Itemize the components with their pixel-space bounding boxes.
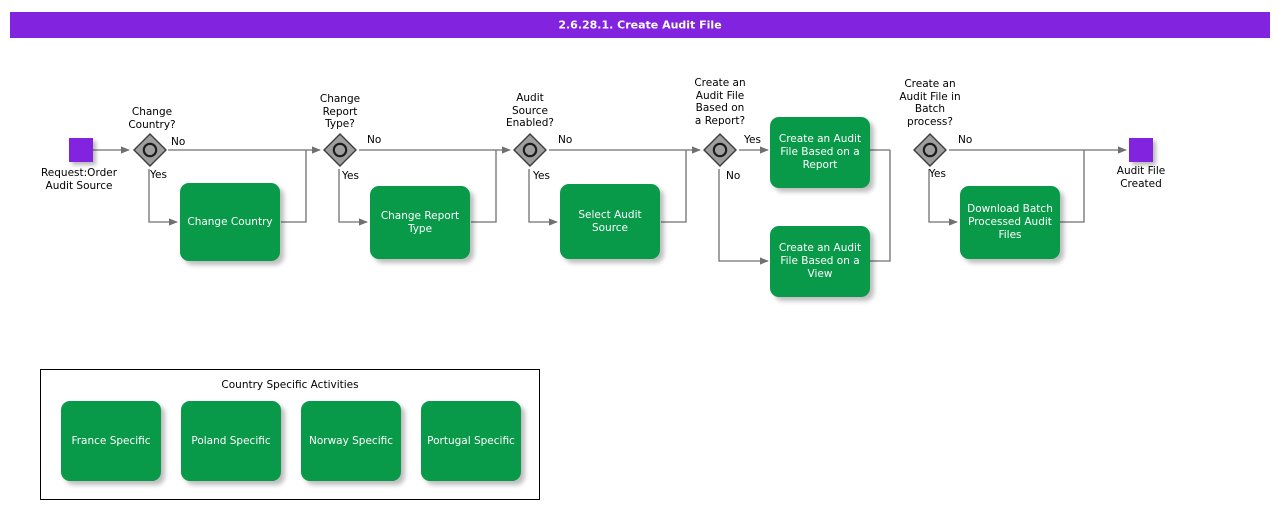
task-create-file-based-on-view[interactable]: Create an Audit File Based on a View xyxy=(770,226,870,297)
title-bar: 2.6.28.1. Create Audit File xyxy=(10,12,1270,38)
gateway-based-on-report-yes: Yes xyxy=(744,134,761,146)
gateway-change-report-type-no: No xyxy=(367,134,382,146)
gateway-change-country-label: Change Country? xyxy=(128,106,176,131)
task-select-audit-source[interactable]: Select Audit Source xyxy=(560,184,660,259)
gateway-batch-process-label: Create an Audit File in Batch process? xyxy=(899,78,961,128)
gateway-audit-source-enabled-label: Audit Source Enabled? xyxy=(505,92,554,129)
gateway-based-on-report-no: No xyxy=(726,170,741,182)
end-event-label: Audit File Created xyxy=(1116,165,1166,190)
gateway-batch-process[interactable] xyxy=(913,133,947,167)
task-poland-specific[interactable]: Poland Specific xyxy=(181,401,281,481)
gateway-change-country-no: No xyxy=(171,136,186,148)
task-portugal-specific[interactable]: Portugal Specific xyxy=(421,401,521,481)
gateway-batch-process-no: No xyxy=(958,134,973,146)
group-title: Country Specific Activities xyxy=(221,379,359,391)
task-france-specific[interactable]: France Specific xyxy=(61,401,161,481)
gateway-change-country-yes: Yes xyxy=(150,169,167,181)
page-title: 2.6.28.1. Create Audit File xyxy=(558,18,722,32)
gateway-audit-source-enabled[interactable] xyxy=(513,133,547,167)
country-specific-activities-group: Country Specific Activities France Speci… xyxy=(40,369,540,500)
gateway-change-country[interactable] xyxy=(133,133,167,167)
gateway-audit-source-enabled-yes: Yes xyxy=(533,170,550,182)
task-download-batch-files[interactable]: Download Batch Processed Audit Files xyxy=(960,186,1060,259)
start-event-label: Request:Order Audit Source xyxy=(40,167,118,192)
task-norway-specific[interactable]: Norway Specific xyxy=(301,401,401,481)
gateway-based-on-report-label: Create an Audit File Based on a Report? xyxy=(694,77,746,127)
gateway-based-on-report[interactable] xyxy=(703,133,737,167)
task-create-file-based-on-report[interactable]: Create an Audit File Based on a Report xyxy=(770,117,870,188)
end-event[interactable] xyxy=(1129,138,1153,162)
gateway-change-report-type[interactable] xyxy=(323,133,357,167)
task-change-country[interactable]: Change Country xyxy=(180,183,280,261)
gateway-batch-process-yes: Yes xyxy=(929,168,946,180)
gateway-change-report-type-label: Change Report Type? xyxy=(319,93,361,130)
start-event[interactable] xyxy=(69,138,93,162)
gateway-change-report-type-yes: Yes xyxy=(342,170,359,182)
task-change-report-type[interactable]: Change Report Type xyxy=(370,186,470,259)
gateway-audit-source-enabled-no: No xyxy=(558,134,573,146)
